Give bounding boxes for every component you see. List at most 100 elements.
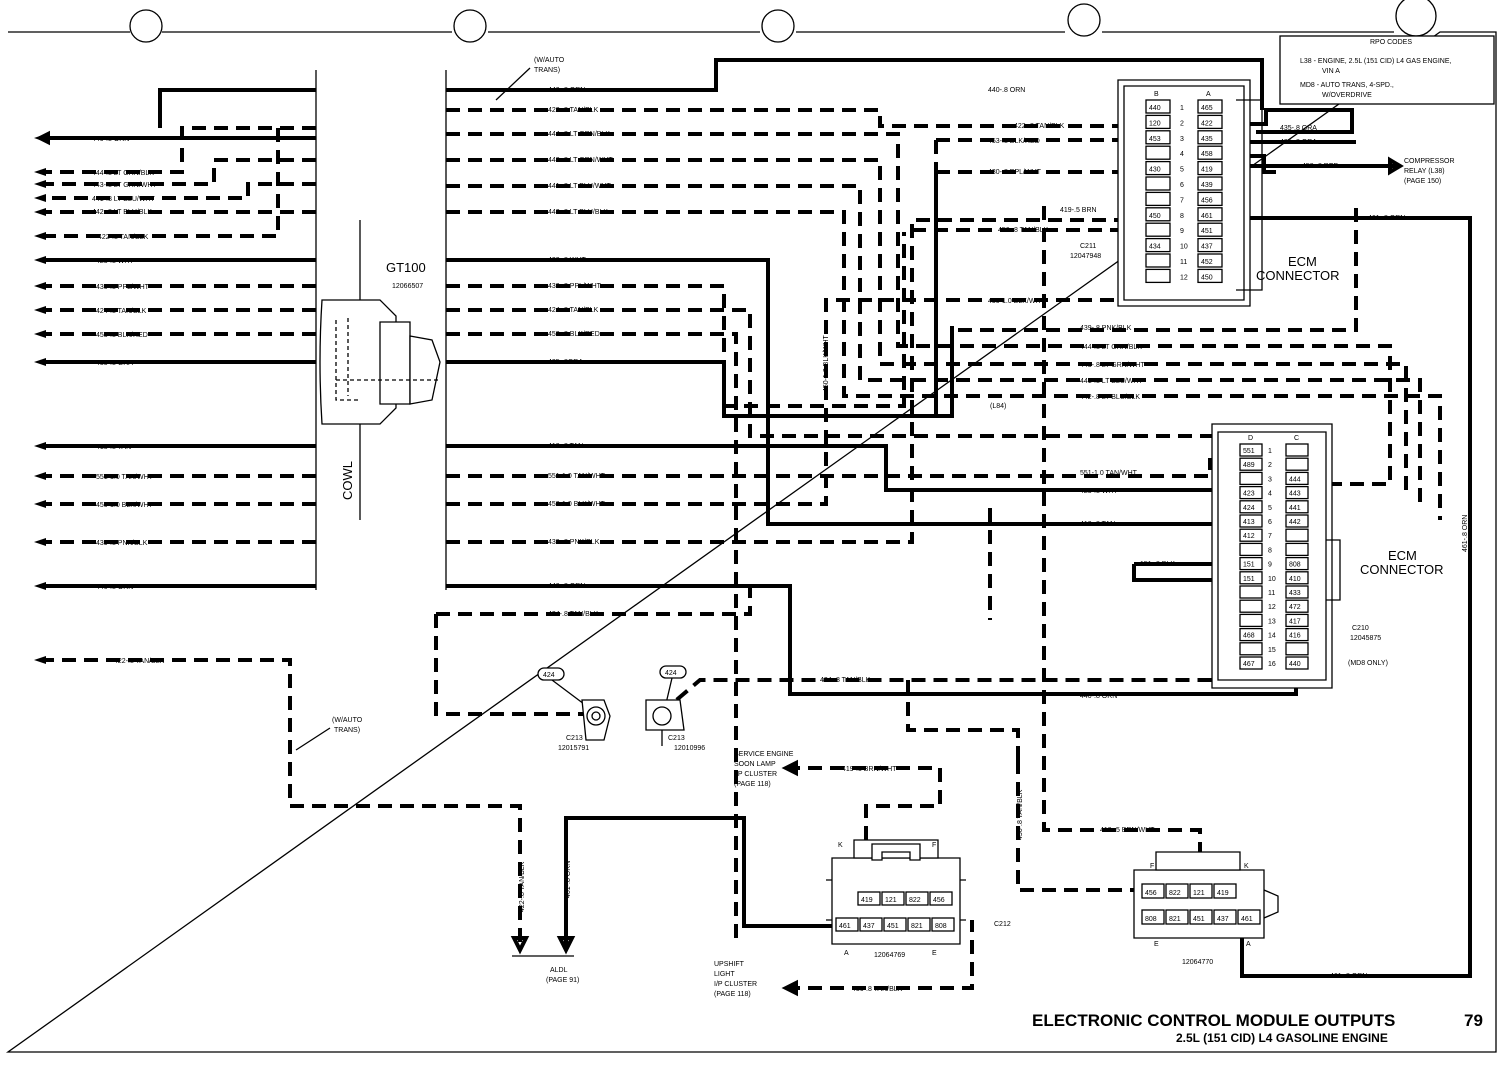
c212b-pin-label: 419 — [1217, 890, 1229, 897]
binder-hole — [1395, 0, 1437, 37]
c213a-pin: 424 — [543, 672, 555, 679]
c210-pin-d: 551 — [1239, 443, 1263, 457]
rpo-line: MD8 - AUTO TRANS, 4-SPD., — [1300, 82, 1394, 89]
c210-row-number: 9 — [1268, 562, 1272, 569]
c210-pin-d: 151 — [1239, 556, 1263, 571]
c210-row-number: 10 — [1268, 576, 1276, 583]
wire-label: 430-.8 PPL/WHT — [548, 283, 602, 290]
c210-row-number: 12 — [1268, 604, 1276, 611]
wire-label: 461-.8 ORN — [1462, 515, 1469, 552]
c212b-pin: 808 — [1141, 909, 1165, 925]
c212-pin: 461 — [835, 917, 859, 932]
wire-label: 422-.8 TAN/BLK — [548, 107, 599, 114]
c212b-part-number: 12064770 — [1182, 959, 1213, 966]
c211-row-number: 2 — [1180, 120, 1184, 127]
c210-pin-c: 433 — [1285, 585, 1309, 599]
c211-pin-b — [1145, 176, 1171, 191]
wire-label: 422-.8 TAN/BLK — [1014, 123, 1065, 130]
wire-arrowhead — [34, 330, 46, 338]
center-wire-harness — [434, 58, 1472, 997]
wire-label: 419-.5 BRN — [1060, 207, 1097, 214]
ecm-connector-label: ECM — [1388, 548, 1417, 563]
center-wire-labels: 440-.8 ORN 422-.8 TAN/BLK 444-.8 LT GRN/… — [548, 87, 1469, 980]
c211-pin-b-label: 453 — [1149, 136, 1161, 143]
c213a-name: C213 — [566, 735, 583, 742]
wire-arrowhead — [34, 656, 46, 664]
c211-pin-b: 450 — [1145, 207, 1171, 222]
wire-label: 450-1.0 BLK/WHT — [96, 502, 154, 509]
c212-pin: 451 — [883, 917, 907, 932]
c211-pin-a-label: 452 — [1201, 259, 1213, 266]
wire-arrowhead — [34, 472, 46, 480]
wauto-leader — [495, 67, 531, 101]
c210-row-number: 11 — [1268, 590, 1275, 597]
ecm-connector-label: ECM — [1288, 254, 1317, 269]
upshift-label: LIGHT — [714, 971, 735, 978]
c213-connector-a: 424 C213 12015791 — [537, 667, 611, 752]
wire-label: 435-.8 GRA — [1280, 125, 1317, 132]
c211-pin-b-label: 450 — [1149, 213, 1161, 220]
c210-row-number: 7 — [1268, 533, 1272, 540]
wire-label: 450-1.0 BLK/WHT — [548, 501, 606, 508]
c211-pin-b: 440 — [1145, 99, 1171, 114]
ecm-connector-label: CONNECTOR — [1256, 268, 1340, 283]
c211-pin-a: 437 — [1197, 237, 1223, 253]
c211-pin-b: 434 — [1145, 237, 1171, 253]
upshift-light: UPSHIFT LIGHT I/P CLUSTER (PAGE 118) 456… — [714, 961, 903, 998]
wire-label: 461-.8 ORN — [1330, 973, 1367, 980]
c211-pin-b: 430 — [1145, 160, 1171, 176]
wire-label: 456-.8 TAN/BLK — [1017, 789, 1024, 840]
c212b-pin: 451 — [1189, 909, 1213, 925]
rpo-line: VIN A — [1322, 68, 1340, 75]
wire-label: 551-1.0 TAN/WHT — [96, 474, 154, 481]
c210-col-d: D — [1248, 435, 1253, 442]
c212b-pin-label: 456 — [1145, 890, 1157, 897]
ses-label: SOON LAMP — [734, 761, 776, 768]
c211-row-number: 9 — [1180, 228, 1184, 235]
c211-pin-b-label: 440 — [1149, 105, 1161, 112]
wire-label: 435-.8 GRA — [96, 360, 133, 367]
c211-row-number: 7 — [1180, 197, 1184, 204]
c211-pin-a: 451 — [1197, 222, 1223, 237]
c211-part-number: 12047948 — [1070, 253, 1101, 260]
c210-pin-d-label: 551 — [1243, 448, 1255, 455]
c211-pin-a: 461 — [1197, 207, 1223, 222]
wire-arrowhead — [34, 582, 46, 590]
c210-pin-d-label: 424 — [1243, 505, 1255, 512]
c210-row-number: 3 — [1268, 476, 1272, 483]
wire-label: 442-.8 LT BLU/BLK — [1080, 394, 1140, 401]
c211-pin-a: 456 — [1197, 191, 1223, 207]
wire-arrowhead — [34, 232, 46, 240]
wire-label: 413-.8 TAN — [96, 444, 131, 451]
c210-pin-d-label: 413 — [1243, 519, 1255, 526]
wire-label: 422-.8 TAN/BLK — [114, 658, 165, 665]
c211-row-number: 12 — [1180, 274, 1188, 281]
wire-arrowhead — [34, 358, 46, 366]
c210-name: C210 — [1352, 625, 1369, 632]
c213-connector-b: 424 C213 12010996 — [645, 665, 705, 752]
wauto-label: (W/AUTO — [332, 717, 363, 724]
c211-row-number: 8 — [1180, 213, 1184, 220]
c212b-pin: 822 — [1165, 883, 1189, 899]
c210-pin-c-label: 442 — [1289, 519, 1301, 526]
c210-row-number: 5 — [1268, 505, 1272, 512]
c212b-pin-label: 451 — [1193, 916, 1205, 923]
page-subtitle: 2.5L (151 CID) L4 GASOLINE ENGINE — [1176, 1031, 1388, 1045]
c211-pin-a: 452 — [1197, 253, 1223, 268]
c211-pin-a: 435 — [1197, 130, 1223, 145]
wire-label: 151-.8 BLK — [1140, 561, 1175, 568]
c212-mating-connector: F K E A 12064770 419-.5 BRN/WHT 456-.8 T… — [1017, 789, 1279, 966]
wire-label: 456-.8 TAN/BLK — [852, 986, 903, 993]
c211-pin-b — [1145, 253, 1171, 268]
wauto-label: TRANS) — [334, 727, 360, 734]
c210-pin-c — [1285, 528, 1309, 542]
c210-pin-c-label: 808 — [1289, 562, 1301, 569]
upshift-label: I/P CLUSTER — [714, 981, 757, 988]
wire-label: 441-.8 LT BLU/WHT — [92, 196, 155, 203]
c212-pin-label: 822 — [909, 897, 921, 904]
page-frame — [5, 0, 1497, 1053]
wire-label: 443-.8 LT GRN/WHT — [1080, 362, 1145, 369]
c210-pin-d: 424 — [1239, 500, 1263, 514]
c212b-pin-label: 808 — [1145, 916, 1157, 923]
